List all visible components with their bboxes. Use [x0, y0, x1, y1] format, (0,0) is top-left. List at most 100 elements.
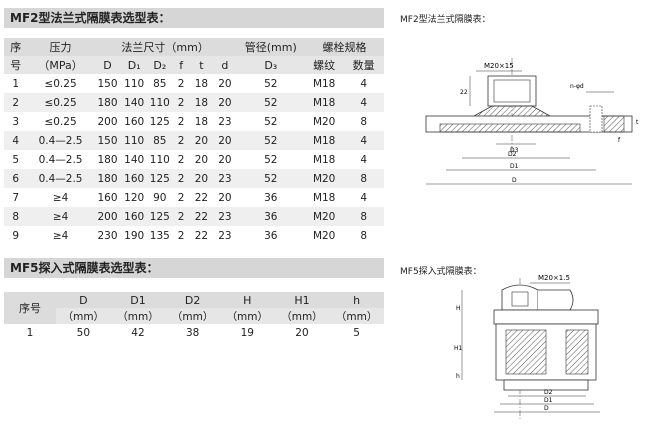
mf2-table-cell: 160	[97, 191, 118, 204]
mf2-table-cell: 8	[360, 229, 368, 242]
mf2-table-cell: 2	[177, 115, 185, 128]
mf2-table-cell: 22	[194, 210, 209, 223]
mf2-table-cell: 190	[124, 229, 145, 242]
mf2-table-cell: ≤0.25	[44, 96, 77, 109]
mf2-table-cell: 4	[12, 134, 20, 147]
mf2-table-cell: 4	[360, 134, 368, 147]
mf5-probe-diagram: M20×1.5 H H1 h D2 D1 D	[454, 274, 600, 420]
mf2-table-cell: 22	[194, 191, 209, 204]
mf2-section-title: MF2型法兰式隔膜表选型表：	[4, 8, 384, 28]
mf2-table-cell: 2	[12, 96, 20, 109]
mf2-table-cell: 160	[124, 172, 145, 185]
mf2-table-cell: 23	[218, 172, 232, 185]
mf2-table-cell: 52	[264, 172, 278, 185]
mf2-table-cell: 7	[12, 191, 20, 204]
mf2-table-cell: 36	[264, 210, 278, 223]
mf5-h-label: h	[456, 373, 460, 380]
mf5-header-seq: 序号	[4, 292, 56, 324]
mf5-spec-table: 序号 D D1 D2 H H1 h （mm） （mm） （mm） （mm） （m…	[4, 292, 384, 342]
mf2-table-cell: 23	[218, 115, 232, 128]
mf5-D2-label: D2	[544, 389, 553, 396]
mf2-table-cell: 2	[177, 229, 185, 242]
mf2-table-cell: 20	[194, 153, 209, 166]
mf2-table-cell: 125	[149, 115, 170, 128]
mf2-table-cell: 140	[124, 153, 145, 166]
mf5-table-cell: 19	[240, 327, 254, 339]
header-D: D	[93, 56, 122, 74]
mf2-table-cell: 20	[218, 134, 232, 147]
mf2-table-cell: M18	[312, 153, 336, 166]
mf5-header-D: D	[56, 292, 111, 308]
mf2-table-cell: 180	[97, 153, 118, 166]
mf2-table-cell: M18	[312, 96, 336, 109]
mf2-table-cell: 2	[177, 77, 185, 90]
mf2-table-cell: 4	[360, 153, 368, 166]
mf2-table-cell: 8	[360, 115, 368, 128]
mf2-table-cell: ≥4	[52, 229, 69, 242]
mf2-table-cell: M18	[312, 134, 336, 147]
mf2-table-cell: 160	[124, 210, 145, 223]
header-pipe-diameter: 管径(mm)	[236, 38, 305, 56]
mf2-table-cell: 110	[124, 77, 145, 90]
mf5-unit-D: （mm）	[56, 308, 111, 324]
mf2-table-cell: ≥4	[52, 191, 69, 204]
mf2-table-cell: M20	[312, 210, 336, 223]
header-f: f	[172, 56, 190, 74]
mf5-unit-H: （mm）	[219, 308, 275, 324]
mf2-table-cell: M20	[312, 115, 336, 128]
header-nut: 螺纹	[304, 56, 344, 74]
mf5-D1-label: D1	[544, 397, 553, 404]
mf5-thread-label: M20×1.5	[538, 274, 570, 282]
mf2-table-cell: 110	[124, 134, 145, 147]
mf2-holes-label: n-φd	[570, 83, 584, 90]
header-bolt-spec: 螺栓规格	[304, 38, 384, 56]
header-seq-2: 号	[4, 56, 28, 74]
mf5-unit-D2: （mm）	[165, 308, 220, 324]
mf2-table-cell: 8	[12, 210, 20, 223]
mf2-table-cell: 180	[97, 96, 118, 109]
mf2-table-cell: 20	[194, 134, 209, 147]
mf2-table-cell: 36	[264, 229, 278, 242]
mf2-table-cell: 140	[124, 96, 145, 109]
mf2-table-cell: 23	[218, 229, 232, 242]
mf2-table-cell: 90	[153, 191, 167, 204]
mf2-table-cell: 2	[177, 134, 185, 147]
header-pressure: 压力	[27, 38, 94, 56]
mf5-unit-H1: （mm）	[274, 308, 330, 324]
mf2-table-cell: 200	[97, 210, 118, 223]
mf5-section-title: MF5探入式隔膜表选型表：	[4, 258, 384, 278]
mf2-D1-label: D1	[510, 163, 519, 170]
mf2-table-cell: 52	[264, 115, 278, 128]
header-D2: D₂	[147, 56, 173, 74]
mf2-table-cell: 110	[149, 153, 170, 166]
mf2-table-cell: 6	[12, 172, 20, 185]
mf5-H1-label: H1	[454, 345, 463, 352]
mf2-table-cell: 2	[177, 210, 185, 223]
mf5-header-h: h	[329, 292, 384, 308]
mf2-table-cell: 4	[360, 96, 368, 109]
mf2-table-cell: 160	[124, 115, 145, 128]
mf2-table-cell: 8	[360, 172, 368, 185]
mf2-table-cell: 22	[194, 229, 209, 242]
mf2-table-cell: 18	[194, 96, 209, 109]
mf2-table-cell: 150	[97, 134, 118, 147]
mf2-table-cell: 120	[124, 191, 145, 204]
mf2-table-cell: 110	[149, 96, 170, 109]
mf5-unit-h: （mm）	[329, 308, 384, 324]
mf2-table-cell: ≤0.25	[44, 115, 77, 128]
mf2-table-cell: 125	[149, 172, 170, 185]
mf2-table-cell: 85	[153, 77, 167, 90]
mf2-table-cell: 150	[97, 77, 118, 90]
header-D1: D₁	[121, 56, 147, 74]
header-D3: D₃	[236, 56, 305, 74]
mf2-table-cell: 2	[177, 96, 185, 109]
mf2-table-cell: 20	[218, 153, 232, 166]
mf2-D3-label: D3	[510, 147, 519, 154]
mf2-table-cell: M20	[312, 229, 336, 242]
mf5-D-label: D	[544, 405, 549, 412]
mf2-table-cell: 2	[177, 153, 185, 166]
mf2-table-cell: 0.4—2.5	[38, 172, 83, 185]
